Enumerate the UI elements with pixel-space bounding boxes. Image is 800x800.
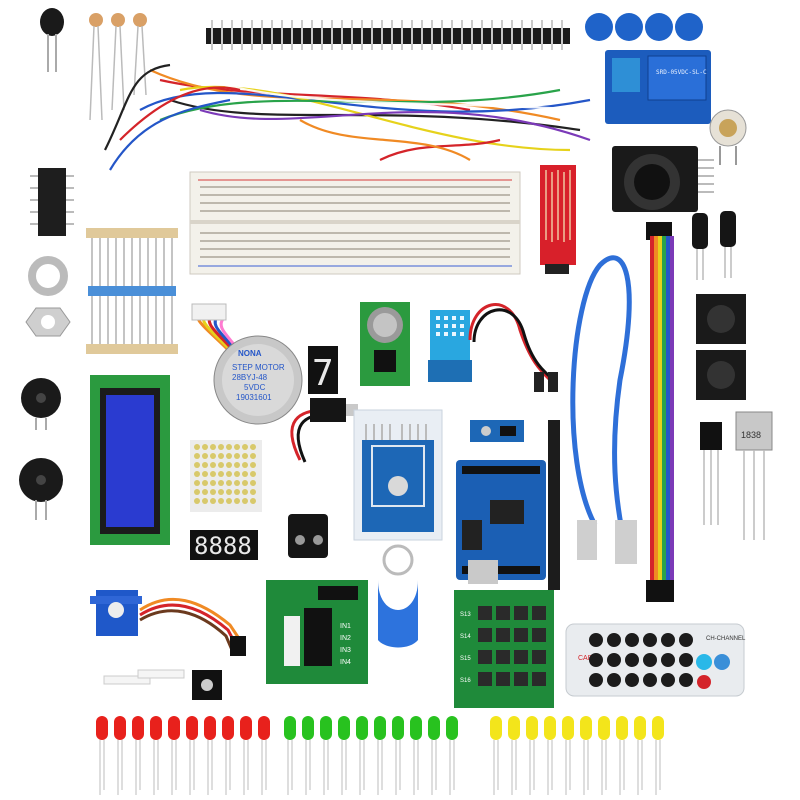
header-strip-vertical (548, 420, 560, 590)
rfid-reader (353, 409, 443, 541)
keypad-row-1: S13 (460, 612, 471, 618)
stepper-motor: NONA STEP MOTOR 28BYJ-48 5VDC 19031601 (191, 303, 303, 425)
led-row-yellow (490, 716, 664, 740)
servo-motor (90, 590, 246, 656)
nut (25, 307, 71, 337)
keypad-row-3: S15 (460, 656, 471, 662)
relay-label: SRD-05VDC-SL-C (656, 69, 707, 76)
potentiometer (709, 109, 747, 165)
stepper-line1: STEP MOTOR (232, 363, 285, 372)
water-sensor (540, 165, 576, 274)
lcd-module (90, 375, 170, 545)
remote-label: CH-CHANNEL (706, 636, 746, 642)
seven-segment-digit: 7 (312, 353, 334, 394)
push-button-bottom (696, 350, 746, 400)
servo-horns (103, 669, 185, 685)
led-row-green (284, 716, 458, 740)
stepper-line4: 19031601 (236, 393, 272, 402)
uln-in2: IN2 (340, 635, 351, 642)
sound-sensor (470, 420, 524, 442)
transistor (700, 422, 722, 525)
rotary-module (192, 670, 222, 700)
usb-cable (570, 255, 632, 546)
uln-in1: IN1 (340, 623, 351, 630)
four-digit-text: 8888 (194, 532, 252, 560)
led-matrix (190, 440, 262, 512)
ribbon-cable (646, 222, 674, 602)
power-wire (468, 303, 558, 392)
photoresistors (89, 13, 147, 121)
resistors (86, 228, 178, 354)
led-legs (99, 740, 661, 795)
led-row-red (96, 716, 270, 740)
dht11-sensor (428, 310, 472, 382)
washer (28, 256, 68, 296)
arduino-uno (456, 460, 546, 584)
buzzer-top (21, 378, 61, 430)
ir-receiver-code: 1838 (741, 430, 761, 440)
keypad-row-2: S14 (460, 634, 471, 640)
rtc-module (360, 302, 410, 386)
keypad-row-4: S16 (460, 678, 471, 684)
jumper-wires (104, 63, 591, 171)
joystick-module (612, 146, 714, 212)
buzzer-bottom (19, 458, 63, 520)
stepper-line2: 28BYJ-48 (232, 373, 268, 382)
ic-chip (30, 168, 74, 236)
push-button-top (696, 294, 746, 344)
dc-jack (290, 398, 358, 463)
stepper-brand: NONA (238, 349, 262, 358)
breadboard (189, 171, 521, 275)
battery-clip (288, 514, 328, 558)
button-caps (585, 13, 703, 41)
relay-module: SRD-05VDC-SL-C (605, 50, 711, 124)
ir-remote: CAR CH-CHANNEL (565, 623, 746, 697)
seven-segment-display: 7 (308, 346, 338, 394)
ir-receiver (40, 8, 64, 72)
capacitors (692, 211, 736, 280)
uln2003-board: IN1 IN2 IN3 IN4 (266, 580, 368, 684)
rfid-keyfob (378, 544, 418, 648)
pin-header-strip (206, 20, 570, 50)
keypad-module: S13 S14 S15 S16 (454, 590, 554, 708)
uln-in3: IN3 (340, 647, 351, 654)
ir-receiver-module: 1838 (735, 411, 773, 540)
four-digit-display: 8888 (190, 530, 258, 560)
remote-brand: CAR (578, 655, 593, 662)
stepper-line3: 5VDC (244, 383, 266, 392)
usb-connectors (577, 520, 637, 564)
uln-in4: IN4 (340, 659, 351, 666)
